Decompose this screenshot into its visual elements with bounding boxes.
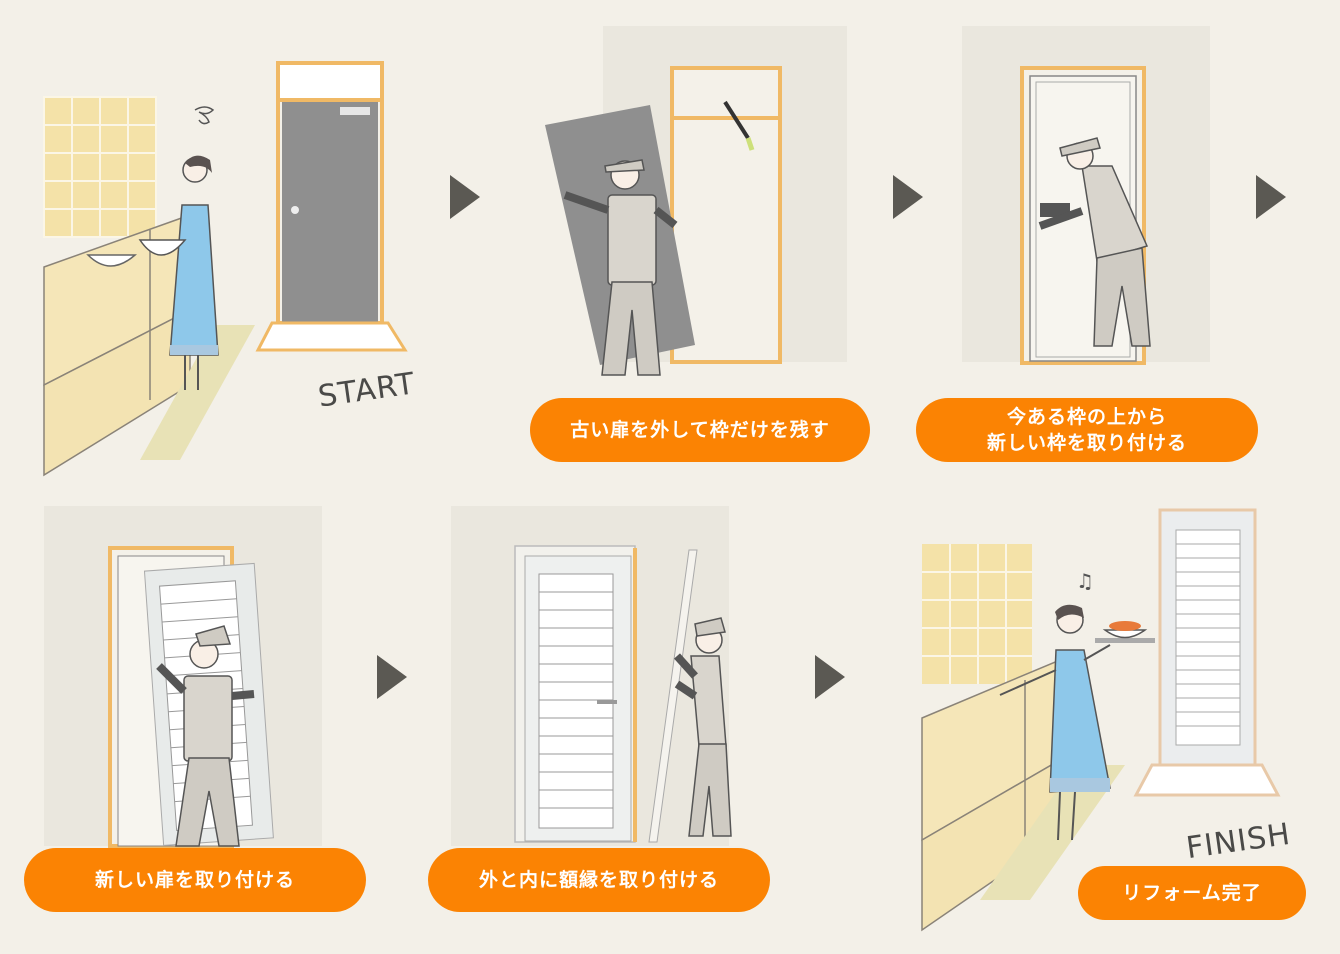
door-handle [597, 700, 617, 704]
step-6-caption: リフォーム完了 [1078, 866, 1306, 920]
step-3-scene [962, 26, 1210, 366]
next-arrow-icon [450, 175, 480, 219]
step-2-scene [540, 20, 860, 390]
step-5-caption: 外と内に額縁を取り付ける [428, 848, 770, 912]
remove-old-door-illustration [545, 66, 782, 376]
finished-kitchen-illustration: ♫ [921, 508, 1281, 932]
step-4-caption: 新しい扉を取り付ける [24, 848, 366, 912]
next-arrow-icon [1256, 175, 1286, 219]
step-5-scene [451, 506, 732, 846]
install-new-door-illustration [108, 546, 274, 848]
saw-icon [723, 100, 750, 140]
next-arrow-icon [893, 175, 923, 219]
step-3-caption: 今ある枠の上から 新しい枠を取り付ける [916, 398, 1258, 462]
caption-text: 外と内に額縁を取り付ける [478, 869, 719, 891]
kitchen-illustration [43, 61, 408, 477]
step-1-scene: START [40, 55, 420, 477]
caption-text-line-1: 今ある枠の上から [1006, 406, 1167, 428]
caption-text: 古い扉を外して枠だけを残す [570, 419, 830, 441]
step-4-scene [44, 506, 322, 848]
caption-text: 新しい扉を取り付ける [94, 869, 295, 891]
music-note-icon: ♫ [1076, 569, 1094, 593]
next-arrow-icon [377, 655, 407, 699]
caption-text-line-2: 新しい枠を取り付ける [986, 432, 1187, 454]
caption-text: リフォーム完了 [1122, 882, 1262, 904]
thought-spiral-icon [194, 106, 215, 125]
next-arrow-icon [815, 655, 845, 699]
step-2-caption: 古い扉を外して枠だけを残す [530, 398, 870, 462]
step-6-scene: ♫ FINISH [900, 500, 1320, 950]
install-trim-illustration [514, 545, 732, 843]
drill-icon [1040, 203, 1070, 217]
install-new-frame-illustration [1020, 66, 1151, 365]
